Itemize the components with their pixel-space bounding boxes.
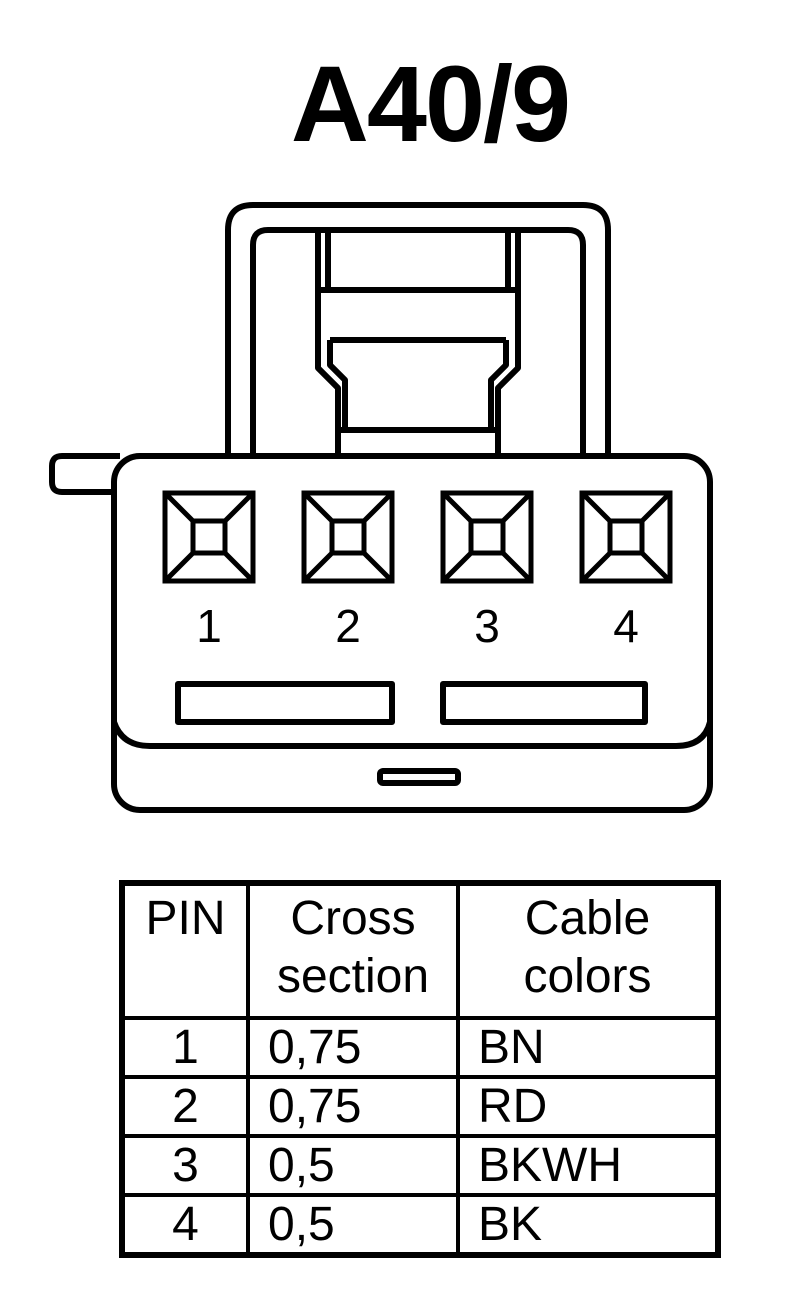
header-pin: PIN xyxy=(120,881,250,1020)
pin-label-1: 1 xyxy=(196,600,222,652)
pin-cavity-4 xyxy=(579,490,673,584)
header-cross-section: Cross section xyxy=(246,881,460,1020)
pin-cavity-3 xyxy=(440,490,534,584)
table-row: 4 0,5 BK xyxy=(120,1193,720,1257)
cell-pin: 2 xyxy=(120,1075,250,1138)
cell-cross-section: 0,75 xyxy=(246,1075,460,1138)
header-cable-colors: Cable colors xyxy=(456,881,720,1020)
pin-label-2: 2 xyxy=(335,600,361,652)
cell-cross-section: 0,5 xyxy=(246,1193,460,1257)
latch-frame-outer xyxy=(225,202,611,458)
pin-cavity-1 xyxy=(162,490,256,584)
table-row: 1 0,75 BN xyxy=(120,1016,720,1079)
cell-pin: 1 xyxy=(120,1016,250,1079)
cell-cross-section: 0,5 xyxy=(246,1134,460,1197)
cell-pin: 3 xyxy=(120,1134,250,1197)
connector-drawing: 1 2 3 4 xyxy=(49,202,713,813)
connector-housing xyxy=(111,453,713,813)
table-row: 2 0,75 RD xyxy=(120,1075,720,1138)
cell-pin: 4 xyxy=(120,1193,250,1257)
pin-label-4: 4 xyxy=(613,600,639,652)
cell-cross-section: 0,75 xyxy=(246,1016,460,1079)
cell-cable-color: BN xyxy=(456,1016,720,1079)
pin-cavity-2 xyxy=(301,490,395,584)
lower-slot-left xyxy=(175,681,395,725)
side-tab xyxy=(49,453,120,495)
bottom-slot xyxy=(377,768,461,786)
table-row: 3 0,5 BKWH xyxy=(120,1134,720,1197)
latch-frame-inner xyxy=(250,227,586,458)
pin-label-3: 3 xyxy=(474,600,500,652)
lower-slot-right xyxy=(440,681,648,725)
table-header-row: PIN Cross section Cable colors xyxy=(120,881,720,1020)
pin-assignment-table: PIN Cross section Cable colors 1 0,75 BN… xyxy=(119,880,721,1258)
connector-title: A40/9 xyxy=(290,43,571,164)
cell-cable-color: BKWH xyxy=(456,1134,720,1197)
cell-cable-color: RD xyxy=(456,1075,720,1138)
latch-tongue xyxy=(315,230,521,293)
cell-cable-color: BK xyxy=(456,1193,720,1257)
